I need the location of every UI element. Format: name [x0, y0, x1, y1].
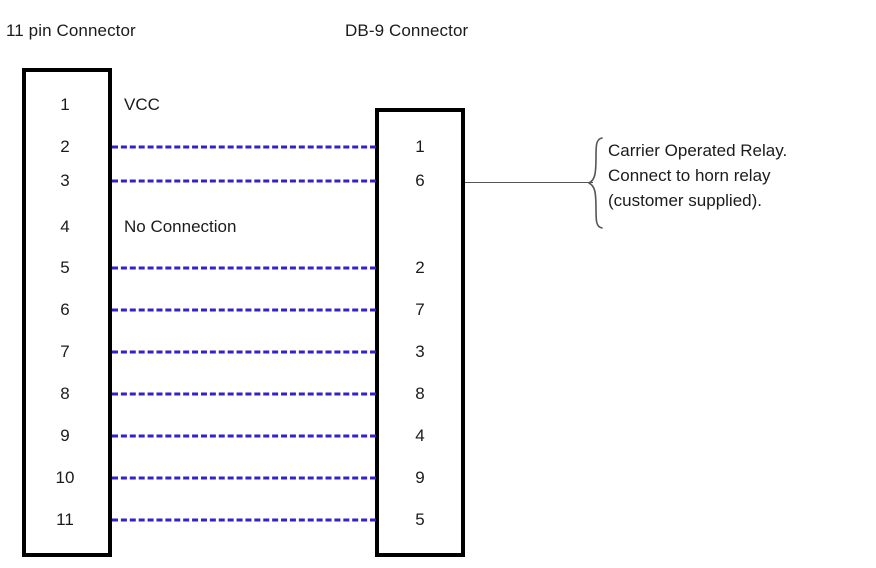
left-pin-6: 6	[60, 300, 70, 319]
callout-leader-line	[465, 182, 593, 183]
callout-brace-icon	[588, 136, 604, 230]
left-pin-10: 10	[55, 468, 75, 487]
callout-line-3: (customer supplied).	[608, 191, 763, 210]
right-pin-2: 2	[415, 258, 425, 277]
left-connector-heading: 11 pin Connector	[6, 21, 136, 40]
right-pin-4: 4	[415, 426, 425, 445]
right-pin-3: 3	[415, 342, 425, 361]
wire-2-to-1	[112, 145, 376, 149]
left-pin-1: 1	[60, 95, 70, 114]
left-pin-7: 7	[60, 342, 70, 361]
right-pin-1: 1	[415, 137, 425, 156]
left-pin-3: 3	[60, 171, 70, 190]
right-pin-9: 9	[415, 468, 425, 487]
left-pin-9: 9	[60, 426, 70, 445]
wire-7-to-3	[112, 350, 376, 354]
left-pin-5: 5	[60, 258, 70, 277]
left-pin-4: 4	[60, 217, 70, 236]
right-pin-5: 5	[415, 510, 425, 529]
right-connector-heading: DB-9 Connector	[345, 21, 469, 40]
left-pin-11: 11	[56, 510, 74, 529]
pin-note-1: VCC	[124, 95, 160, 114]
wire-5-to-2	[112, 266, 376, 270]
callout-text: Carrier Operated Relay. Connect to horn r…	[608, 138, 787, 213]
wire-8-to-8	[112, 392, 376, 396]
wire-9-to-4	[112, 434, 376, 438]
wire-6-to-7	[112, 308, 376, 312]
left-pin-8: 8	[60, 384, 70, 403]
pin-note-4: No Connection	[124, 217, 237, 236]
left-pin-2: 2	[60, 137, 70, 156]
left-connector-body	[22, 68, 112, 557]
wire-11-to-5	[112, 518, 376, 522]
wire-3-to-6	[112, 179, 376, 183]
right-pin-7: 7	[415, 300, 425, 319]
callout-line-2: Connect to horn relay	[608, 166, 771, 185]
right-pin-8: 8	[415, 384, 425, 403]
wire-10-to-9	[112, 476, 376, 480]
right-connector-body	[375, 108, 465, 557]
callout-line-1: Carrier Operated Relay.	[608, 141, 788, 160]
right-pin-6: 6	[415, 171, 425, 190]
